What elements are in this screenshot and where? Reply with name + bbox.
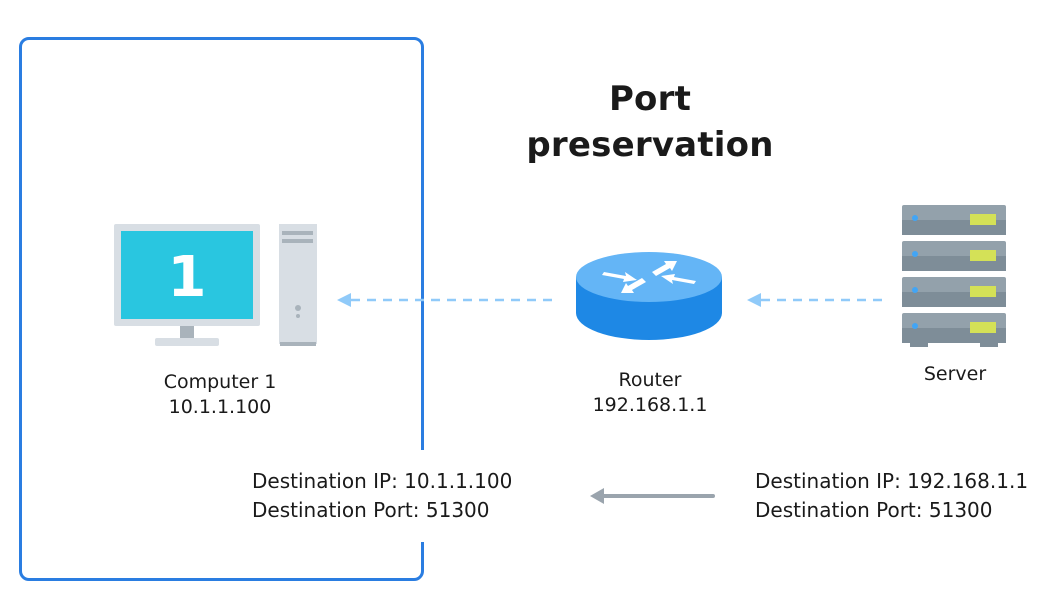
dest-port-original: Destination Port: 51300 <box>755 498 993 522</box>
title-line-2: preservation <box>526 125 774 165</box>
server-unit <box>902 241 1006 271</box>
router-arrows-icon <box>602 261 696 293</box>
computer-ip: 10.1.1.100 <box>168 396 272 418</box>
packet-info-translated: Destination IP: 10.1.1.100 Destination P… <box>252 467 512 525</box>
title-line-1: Port <box>608 79 692 119</box>
solid-arrow-translation <box>590 488 715 504</box>
dest-ip-translated: Destination IP: 10.1.1.100 <box>252 469 513 493</box>
dest-ip-original: Destination IP: 192.168.1.1 <box>755 469 1029 493</box>
diagram-title: Port preservation <box>520 76 780 168</box>
server-label: Server <box>900 362 1010 387</box>
server-unit <box>902 313 1006 343</box>
screen-number: 1 <box>168 245 207 310</box>
computer-label: Computer 1 10.1.1.100 <box>130 370 310 420</box>
private-network-boundary <box>19 37 424 581</box>
server-icon <box>902 205 1006 347</box>
dest-port-translated: Destination Port: 51300 <box>252 498 490 522</box>
monitor-icon <box>114 224 260 346</box>
router-icon <box>576 252 722 340</box>
boundary-gap <box>418 450 430 542</box>
router-label: Router 192.168.1.1 <box>570 368 730 418</box>
tower-icon <box>279 224 317 346</box>
computer-icon: 1 <box>114 224 317 346</box>
server-name: Server <box>923 363 987 385</box>
server-unit <box>902 205 1006 235</box>
packet-info-original: Destination IP: 192.168.1.1 Destination … <box>755 467 1028 525</box>
server-unit <box>902 277 1006 307</box>
computer-name: Computer 1 <box>163 371 277 393</box>
dashed-arrow-router-to-computer <box>337 293 557 307</box>
dashed-arrow-server-to-router <box>747 293 883 307</box>
router-ip: 192.168.1.1 <box>592 394 708 416</box>
router-name: Router <box>618 369 682 391</box>
